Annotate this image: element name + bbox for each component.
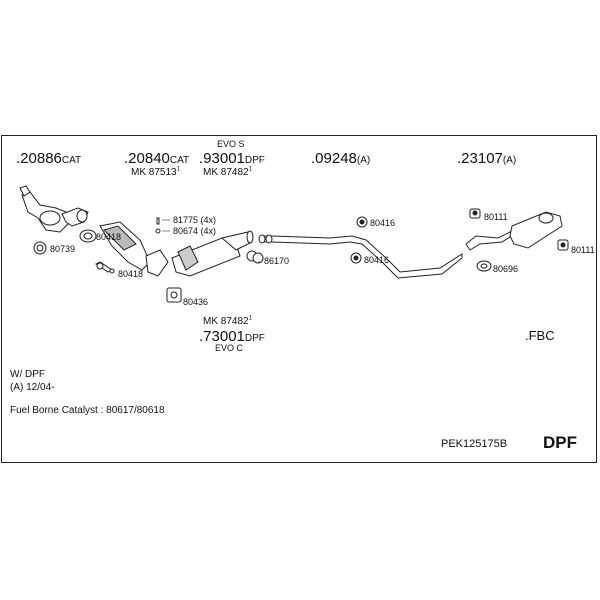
part-number: .09248 [311,150,357,167]
part-81775-label: 81775 (4x) [173,215,217,225]
rubber-80111-right-drawing [557,239,569,251]
part-09248-label: .09248(A) [311,151,370,167]
bolts-drawing [155,217,161,234]
mk-87482-top-label: MK 874821 [203,166,252,178]
part-number: .73001 [199,328,245,345]
mk-superscript: 1 [248,166,252,173]
mk-superscript: 1 [176,166,180,173]
fbc-label: .FBC [525,328,555,343]
part-suffix: CAT [61,155,82,166]
diagram-code: PEK125175B [441,438,508,450]
part-suffix: (A) [356,155,371,166]
part-86170-label: 86170 [264,256,290,266]
part-80739-label: 80739 [50,244,76,254]
sensor-80418-drawing [95,261,115,274]
note-fuel-borne-catalyst: Fuel Borne Catalyst : 80617/80618 [10,405,165,416]
note-date-range: (A) 12/04- [10,382,55,393]
part-80696-label: 80696 [493,264,519,274]
clamp-80418-drawing [79,229,97,243]
part-93001-label: .93001DPF [199,151,265,167]
mk-number: MK 87482 [203,167,249,178]
muffler-23107-drawing [465,211,563,251]
note-with-dpf: W/ DPF [10,369,45,380]
pipe-09248-drawing [258,234,463,279]
mk-number: MK 87482 [203,316,249,327]
part-80418-a-label: 80418 [96,232,122,242]
clamp-86170-drawing [246,250,264,264]
part-20886-label: .20886CAT [16,151,81,167]
part-number: .20840 [124,150,170,167]
dpf-93001-drawing [171,230,254,277]
part-20840-label: .20840CAT [124,151,189,167]
hanger-80416-bottom-drawing [350,252,362,264]
part-80416-a-label: 80416 [370,218,396,228]
part-suffix: (A) [502,155,517,166]
part-80416-b-label: 80416 [364,255,390,265]
part-number: .20886 [16,150,62,167]
ring-80739-drawing [33,241,47,255]
catalyst-20886-drawing [19,185,89,233]
mk-87482-bottom-label: MK 874821 [203,315,252,327]
part-23107-label: .23107(A) [457,151,516,167]
part-number: .23107 [457,150,503,167]
mk-superscript: 1 [248,315,252,322]
part-suffix: DPF [244,333,265,344]
evo-s-label: EVO S [217,139,245,149]
part-80418-b-label: 80418 [118,269,144,279]
part-80111-a-label: 80111 [484,212,508,222]
hanger-80416-top-drawing [356,216,368,228]
part-80674-label: 80674 (4x) [173,226,217,236]
mk-number: MK 87513 [131,167,177,178]
part-suffix: CAT [169,155,190,166]
mk-87513-label: MK 875131 [131,166,180,178]
catalyst-20840-drawing [99,221,169,277]
part-80111-b-label: 80111 [571,245,595,255]
diagram-type: DPF [543,433,577,452]
diagram-frame [1,135,597,463]
part-number: .93001 [199,150,245,167]
clamp-80696-drawing [476,260,492,272]
evo-c-label: EVO C [215,343,244,353]
part-73001-label: .73001DPF [199,329,265,345]
gasket-80436-drawing [166,287,182,303]
rubber-80111-top-drawing [469,208,481,219]
part-80436-label: 80436 [183,297,209,307]
part-suffix: DPF [244,155,265,166]
